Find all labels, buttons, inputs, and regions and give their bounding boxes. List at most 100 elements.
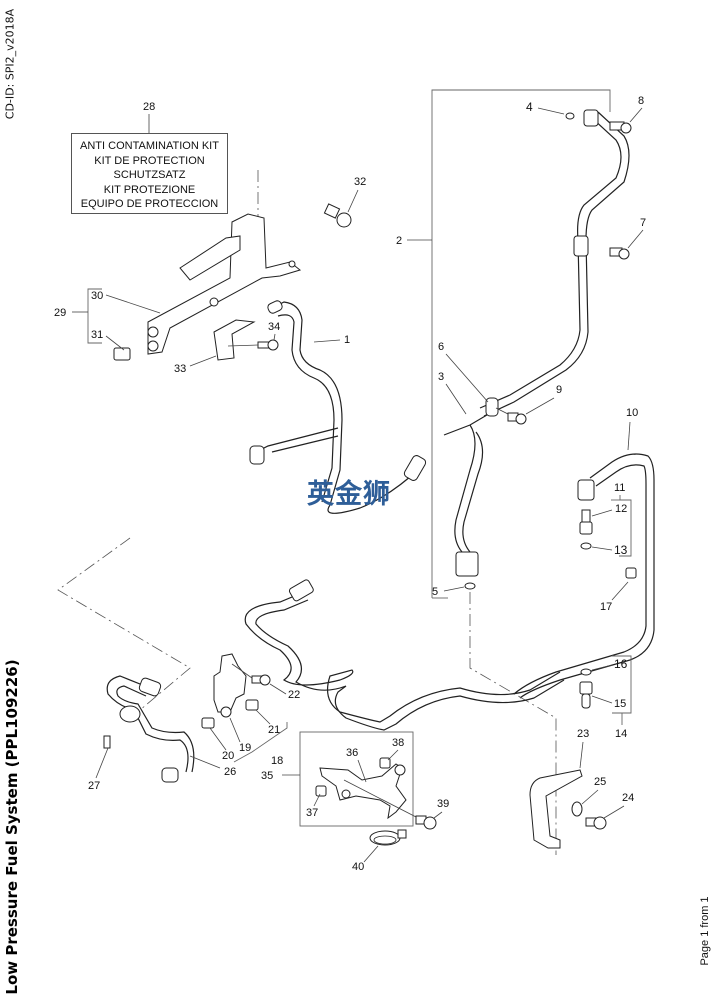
bracket-30-hole-mid [209, 297, 219, 307]
callout-2: 2 [396, 235, 402, 247]
elbow-connector-1 [249, 445, 265, 465]
group-bracket-11 [619, 495, 632, 557]
fuel-pipe-1 [271, 301, 421, 514]
hose-clamp-40 [369, 830, 401, 846]
bolt-34-axis [227, 344, 259, 347]
anti-contamination-kit-label: ANTI CONTAMINATION KIT KIT DE PROTECTION… [71, 133, 228, 214]
hose-clamp-40-screw [397, 829, 407, 839]
callout-23: 23 [577, 728, 589, 740]
callout-24: 24 [622, 792, 634, 804]
leader-15 [591, 695, 613, 704]
callout-20: 20 [222, 750, 234, 762]
bracket-33 [213, 319, 256, 361]
callout-15: 15 [614, 698, 626, 710]
leader-30 [105, 294, 161, 314]
callout-40: 40 [352, 861, 364, 873]
bracket-36 [319, 763, 407, 820]
bracket-36-boss [394, 764, 406, 776]
clip-38 [379, 757, 391, 769]
leader-37 [313, 793, 321, 807]
end-connector-26 [161, 767, 179, 783]
clip-31 [113, 347, 131, 361]
callout-11: 11 [614, 482, 625, 494]
adapter-15-tip [581, 693, 591, 709]
leader-12 [591, 509, 613, 517]
callout-36: 36 [346, 747, 358, 759]
callout-32: 32 [354, 176, 366, 188]
callout-9: 9 [556, 384, 562, 396]
bolt-32-head [336, 212, 352, 228]
callout-16: 16 [614, 657, 628, 671]
leader-32 [347, 189, 359, 213]
callout-39: 39 [437, 798, 449, 810]
leader-1 [313, 339, 341, 343]
bolt-7-head [618, 248, 630, 260]
fuel-pipe-26-outline [116, 685, 195, 773]
leader-19 [229, 717, 241, 743]
bracket-30-hole-lower [147, 340, 159, 352]
adapter-12-body [579, 521, 593, 535]
pipe-fitting-top [583, 109, 599, 127]
leader-26 [189, 755, 221, 769]
leader-6 [445, 353, 489, 403]
bolt-39-head [423, 816, 437, 830]
washer-5 [464, 582, 476, 590]
leader-8 [629, 107, 643, 123]
callout-30: 30 [91, 290, 103, 302]
leader-39 [433, 811, 443, 819]
quick-connector-lower [288, 579, 314, 602]
bolt-32-shank [323, 203, 341, 219]
leader-27 [95, 747, 109, 779]
callout-34: 34 [268, 321, 280, 333]
leader-22 [269, 683, 287, 695]
leader-33 [189, 355, 217, 367]
bolt-22-head [259, 674, 271, 686]
callout-31: 31 [91, 329, 103, 341]
callout-25: 25 [594, 776, 606, 788]
pin-27 [103, 735, 111, 749]
callout-10: 10 [626, 407, 638, 419]
clip-37 [315, 785, 327, 797]
leader-17 [611, 581, 629, 601]
fuel-pipe-1-outline [277, 314, 335, 503]
callout-1: 1 [344, 334, 350, 346]
leader-4 [537, 107, 565, 115]
callout-26: 26 [224, 766, 236, 778]
callout-5: 5 [432, 586, 438, 598]
pipe-clip-bracket [573, 235, 589, 257]
bracket-30 [147, 213, 302, 355]
bracket-30-upper-arm [179, 235, 241, 281]
fuel-pipe-upper-outline [483, 111, 630, 417]
callout-8: 8 [638, 95, 644, 107]
bracket-36-hole [341, 789, 351, 799]
leader-21 [255, 709, 271, 725]
leader-40 [363, 845, 379, 863]
leader-16 [591, 664, 613, 671]
adapter-15-body [579, 681, 593, 695]
quick-connector-10 [577, 479, 595, 501]
leader-38 [387, 749, 399, 761]
fuel-pipe-3-outline [462, 431, 484, 553]
callout-19: 19 [239, 742, 251, 754]
hose-clamp-40-inner [373, 835, 397, 845]
callout-17: 17 [600, 601, 612, 613]
group-bracket-14 [612, 655, 632, 714]
watermark: 英金狮 [307, 479, 391, 510]
bolt-34-head [267, 339, 279, 351]
kit-label-en: ANTI CONTAMINATION KIT [80, 140, 219, 152]
clip-17 [625, 567, 637, 579]
leader-3 [445, 383, 467, 415]
callout-4: 4 [526, 100, 533, 114]
fuel-pipe-10-outline [513, 464, 647, 695]
callout-13: 13 [614, 543, 628, 557]
leader-9 [525, 397, 555, 415]
filter-housing-26 [119, 705, 141, 723]
callout-38: 38 [392, 737, 404, 749]
fuel-pipe-lower-outline [255, 599, 565, 731]
fuel-pipe-10 [519, 453, 655, 699]
callout-35: 35 [261, 770, 273, 782]
group-bracket-18 [233, 722, 288, 763]
callout-3: 3 [438, 371, 444, 383]
kit-label-fr: KIT DE PROTECTION [94, 154, 205, 167]
